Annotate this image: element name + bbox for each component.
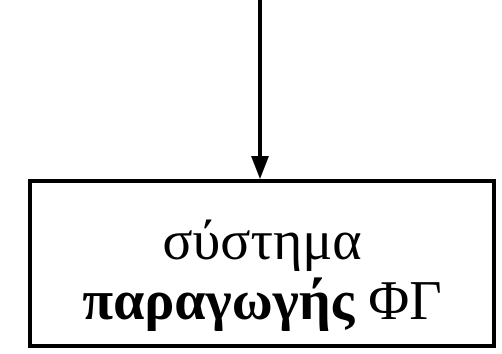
down-arrow — [251, 0, 269, 179]
arrowhead — [251, 156, 269, 179]
box-line-1: σύστημα — [162, 209, 362, 272]
box-line-2-rest: ΦΓ — [368, 269, 442, 332]
box-line-2-bold: παραγωγής — [82, 269, 355, 332]
